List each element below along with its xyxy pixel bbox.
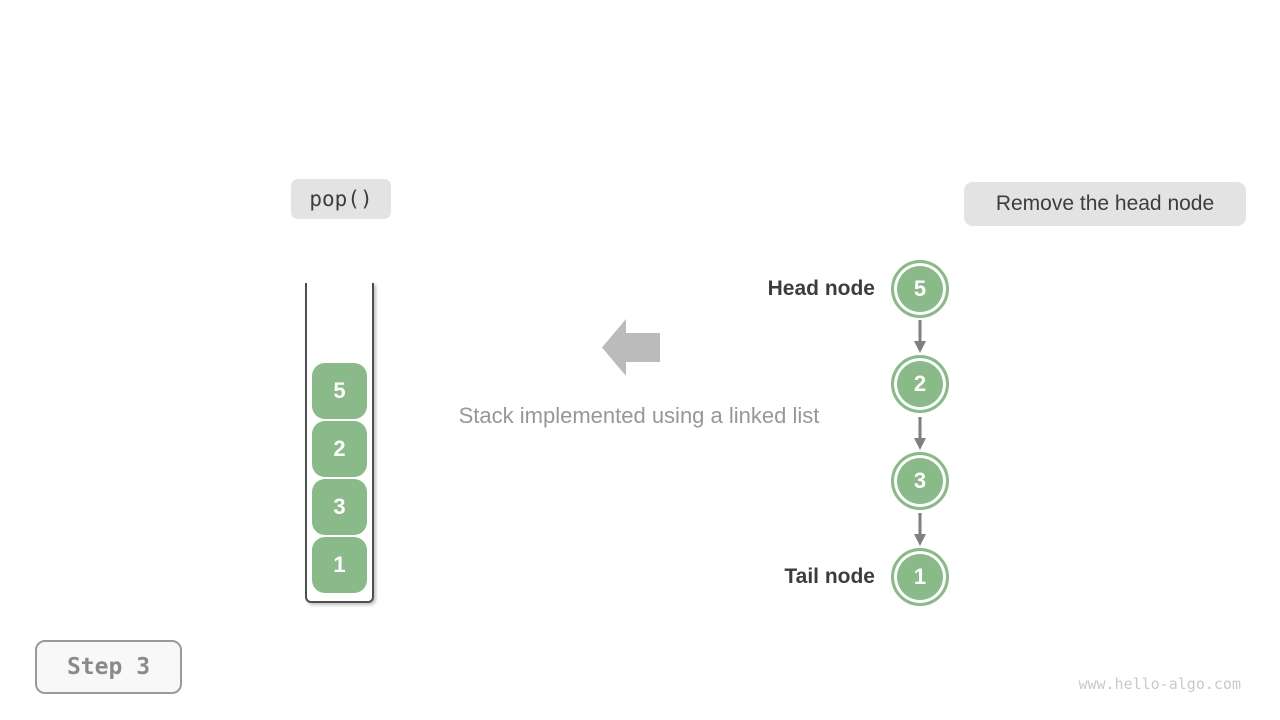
action-label: Remove the head node (964, 182, 1246, 226)
linked-list-node: 3 (891, 452, 949, 510)
stack-block: 2 (312, 421, 367, 477)
linked-list-node: 1 (891, 548, 949, 606)
stack-block: 5 (312, 363, 367, 419)
caption-text: Stack implemented using a linked list (458, 403, 820, 428)
left-arrow-icon (602, 319, 660, 376)
step-badge: Step 3 (35, 640, 182, 694)
linked-list-node: 5 (891, 260, 949, 318)
stack-block: 1 (312, 537, 367, 593)
stack-block: 3 (312, 479, 367, 535)
operation-label: pop() (291, 179, 391, 219)
linked-list-node: 2 (891, 355, 949, 413)
watermark-text: www.hello-algo.com (1078, 675, 1241, 693)
down-arrow-icon (914, 417, 926, 450)
down-arrow-icon (914, 513, 926, 546)
head-node-label: Head node (767, 277, 875, 300)
tail-node-label: Tail node (784, 565, 875, 588)
down-arrow-icon (914, 320, 926, 353)
